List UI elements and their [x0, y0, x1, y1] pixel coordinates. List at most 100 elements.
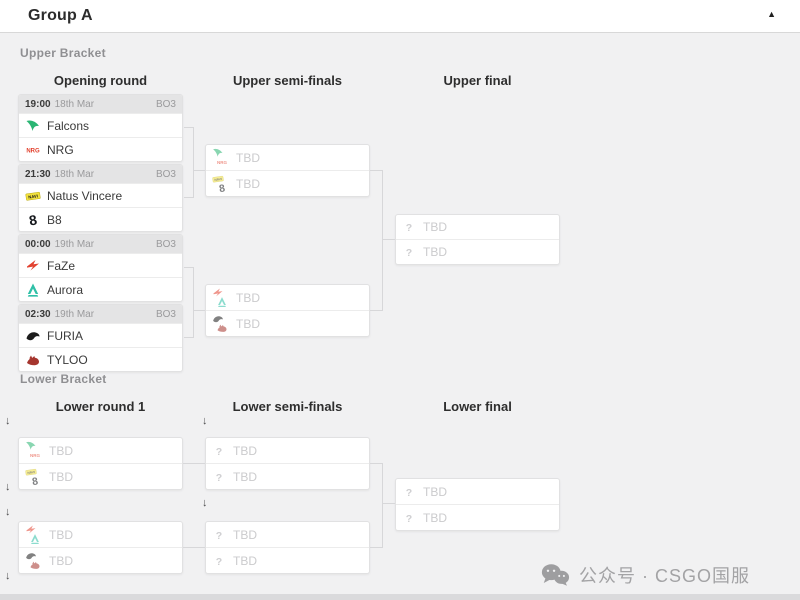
match-format: BO3 [155, 308, 176, 320]
match-header: 00:00 19th Mar BO3 [19, 235, 182, 253]
team-name: TYLOO [47, 352, 88, 367]
tbd-slot: TBD [206, 310, 369, 336]
b8-icon: 8 [29, 475, 41, 487]
bottom-divider [0, 594, 800, 600]
svg-text:?: ? [406, 486, 412, 498]
bracket-connector-line [370, 170, 382, 171]
team-name: B8 [47, 212, 62, 227]
match-header: 02:30 19th Mar BO3 [19, 305, 182, 323]
match-lower-round1-2[interactable]: TBD TBD [18, 521, 183, 574]
tbd-slot: ? TBD [396, 239, 559, 264]
svg-text:NRG: NRG [30, 452, 40, 457]
match-lower-semifinal-2[interactable]: ? TBD ? TBD [205, 521, 370, 574]
possible-teams-icons [25, 524, 42, 546]
svg-text:?: ? [406, 222, 412, 234]
bracket-connector-line [184, 197, 194, 198]
team-name: Falcons [47, 118, 90, 133]
watermark-text: 公众号 · CSGO国服 [579, 566, 751, 586]
tbd-slot: ? TBD [206, 547, 369, 573]
match-time: 19:00 [25, 98, 51, 110]
tbd-label: TBD [233, 527, 257, 542]
drop-down-arrow-icon: ↓ [5, 415, 11, 427]
possible-teams-icons: NAVI 8 [25, 466, 42, 488]
match-format: BO3 [155, 238, 176, 250]
team-name: Natus Vincere [47, 188, 123, 203]
drop-down-arrow-icon: ↓ [5, 481, 11, 493]
match-upper-final[interactable]: ? TBD ? TBD [395, 214, 560, 265]
match-upper-semifinal-1[interactable]: NRG TBD NAVI 8 TBD [205, 144, 370, 197]
tbd-label: TBD [49, 527, 73, 542]
match-lower-final[interactable]: ? TBD ? TBD [395, 478, 560, 531]
falcons-icon [25, 440, 37, 452]
match-opening-4[interactable]: 02:30 19th Mar BO3 FURIA TYLOO [18, 304, 183, 372]
team-name: Aurora [47, 282, 84, 297]
team-row: Aurora [19, 277, 182, 301]
tbd-slot: ? TBD [206, 522, 369, 547]
match-header: 19:00 18th Mar BO3 [19, 95, 182, 113]
tbd-label: TBD [236, 290, 260, 305]
match-date: 18th Mar [54, 98, 95, 110]
match-opening-2[interactable]: 21:30 18th Mar BO3 NAVI Natus Vincere 8 … [18, 164, 183, 232]
tbd-label: TBD [233, 443, 257, 458]
falcons-icon [212, 147, 224, 159]
team-row: NRG NRG [19, 137, 182, 161]
tbd-slot: NAVI 8 TBD [19, 463, 182, 489]
bracket-connector-line [183, 463, 205, 464]
tbd-slot: TBD [206, 285, 369, 310]
furia-icon [25, 328, 41, 344]
svg-text:?: ? [406, 512, 412, 524]
bracket-connector-line [382, 239, 395, 240]
svg-text:?: ? [216, 471, 222, 483]
question-icon: ? [212, 527, 226, 543]
tbd-label: TBD [423, 510, 447, 525]
b8-icon: 8 [216, 182, 228, 194]
b8-icon: 8 [25, 212, 41, 228]
match-date: 19th Mar [54, 308, 95, 320]
bracket-connector-line [370, 547, 382, 548]
column-header-opening-round: Opening round [53, 73, 148, 88]
collapse-chevron-up-icon[interactable]: ▲ [767, 9, 776, 19]
tbd-label: TBD [233, 553, 257, 568]
watermark: 公众号 · CSGO国服 [540, 562, 750, 588]
match-opening-1[interactable]: 19:00 18th Mar BO3 Falcons NRG NRG [18, 94, 183, 162]
tbd-label: TBD [423, 484, 447, 499]
match-opening-3[interactable]: 00:00 19th Mar BO3 FaZe Aurora [18, 234, 183, 302]
tbd-slot: TBD [19, 547, 182, 573]
possible-teams-icons [212, 287, 229, 309]
team-row: NAVI Natus Vincere [19, 183, 182, 207]
furia-icon [212, 313, 224, 325]
aurora-icon [25, 282, 41, 298]
match-time: 00:00 [25, 238, 51, 250]
faze-icon [25, 524, 37, 536]
falcons-icon [25, 118, 41, 134]
match-lower-round1-1[interactable]: NRG TBD NAVI 8 TBD [18, 437, 183, 490]
match-lower-semifinal-1[interactable]: ? TBD ? TBD [205, 437, 370, 490]
tbd-label: TBD [423, 245, 447, 259]
bracket-connector-line [382, 503, 395, 504]
match-upper-semifinal-2[interactable]: TBD TBD [205, 284, 370, 337]
drop-down-arrow-icon: ↓ [202, 497, 208, 509]
team-name: FaZe [47, 258, 76, 273]
svg-text:NRG: NRG [26, 148, 40, 154]
furia-icon [25, 550, 37, 562]
question-icon: ? [212, 469, 226, 485]
tbd-slot: ? TBD [396, 215, 559, 239]
bracket-connector-line [193, 267, 194, 338]
tbd-label: TBD [423, 220, 447, 234]
tbd-slot: TBD [19, 522, 182, 547]
svg-text:?: ? [216, 555, 222, 567]
svg-text:?: ? [406, 247, 412, 259]
tbd-slot: NAVI 8 TBD [206, 170, 369, 196]
question-icon: ? [402, 244, 416, 260]
match-format: BO3 [155, 168, 176, 180]
tbd-slot: NRG TBD [19, 438, 182, 463]
tbd-slot: ? TBD [396, 504, 559, 530]
nrg-icon: NRG [25, 142, 41, 158]
svg-text:?: ? [216, 529, 222, 541]
match-date: 18th Mar [54, 168, 95, 180]
tbd-label: TBD [236, 176, 260, 191]
column-header-lower-round-1: Lower round 1 [55, 399, 146, 414]
bracket-connector-line [193, 310, 205, 311]
team-row: FaZe [19, 253, 182, 277]
group-title: Group A [28, 7, 93, 24]
